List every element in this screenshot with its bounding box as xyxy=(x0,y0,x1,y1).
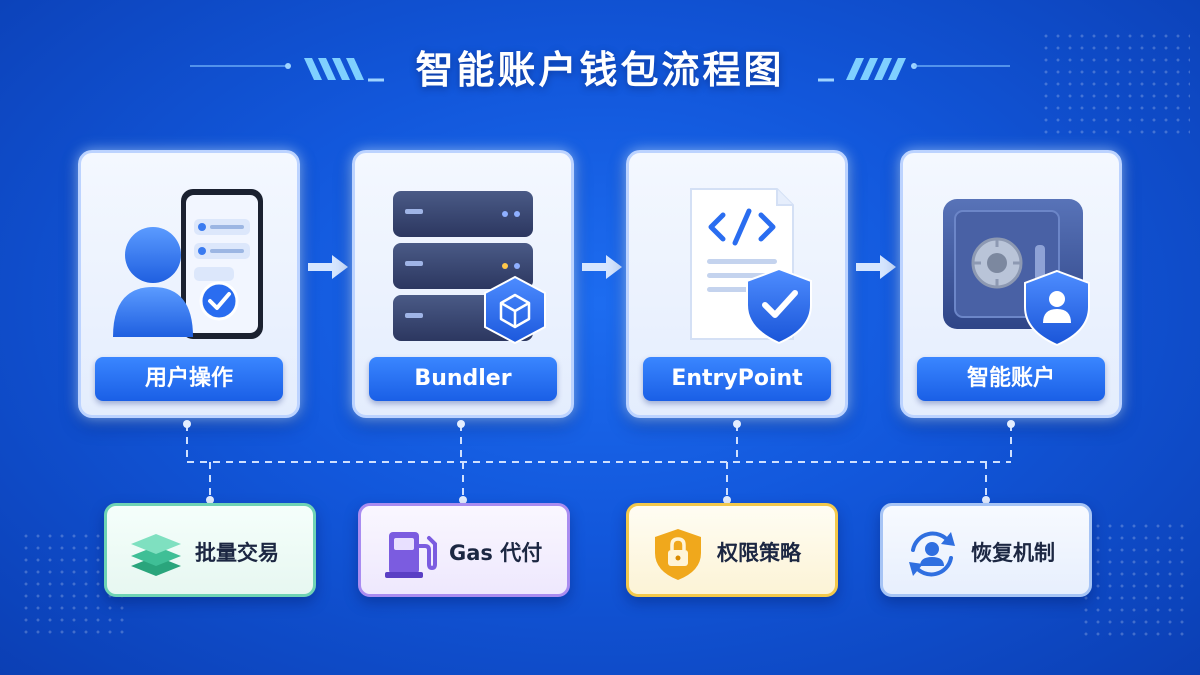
diagram-title: 智能账户钱包流程图 xyxy=(415,48,785,92)
dot-pattern-top-right xyxy=(1040,30,1190,140)
step-label: 用户操作 xyxy=(95,357,283,401)
step-label: EntryPoint xyxy=(643,357,831,401)
stacked-layers-icon xyxy=(131,534,181,576)
step-label: 智能账户 xyxy=(917,357,1105,401)
arrow-right-icon xyxy=(582,255,622,279)
step-card-smart-account: 智能账户 xyxy=(900,150,1122,418)
step-card-user-action: 用户操作 xyxy=(78,150,300,418)
step-label: Bundler xyxy=(369,357,557,401)
safe-shield-icon xyxy=(943,199,1090,347)
feature-batch-transactions: 批量交易 xyxy=(104,503,316,597)
dot-pattern-bottom-right xyxy=(1080,520,1190,640)
lock-shield-icon xyxy=(655,529,701,580)
step-card-bundler: Bundler xyxy=(352,150,574,418)
feature-label: 权限策略 xyxy=(717,541,801,565)
arrow-right-icon xyxy=(856,255,896,279)
code-document-shield-icon xyxy=(690,188,812,345)
feature-label: 批量交易 xyxy=(195,541,279,565)
server-stack-icon xyxy=(393,191,546,345)
fuel-pump-icon xyxy=(385,532,437,578)
feature-recovery-mechanism: 恢复机制 xyxy=(880,503,1092,597)
step-card-entrypoint: EntryPoint xyxy=(626,150,848,418)
arrow-right-icon xyxy=(308,255,348,279)
user-recovery-icon xyxy=(909,531,955,577)
user-phone-icon xyxy=(113,189,263,339)
title-decoration xyxy=(190,58,1010,82)
feature-gas-sponsorship: Gas 代付 xyxy=(358,503,570,597)
feature-permission-policy: 权限策略 xyxy=(626,503,838,597)
feature-label: Gas 代付 xyxy=(449,541,543,565)
feature-label: 恢复机制 xyxy=(971,541,1055,565)
